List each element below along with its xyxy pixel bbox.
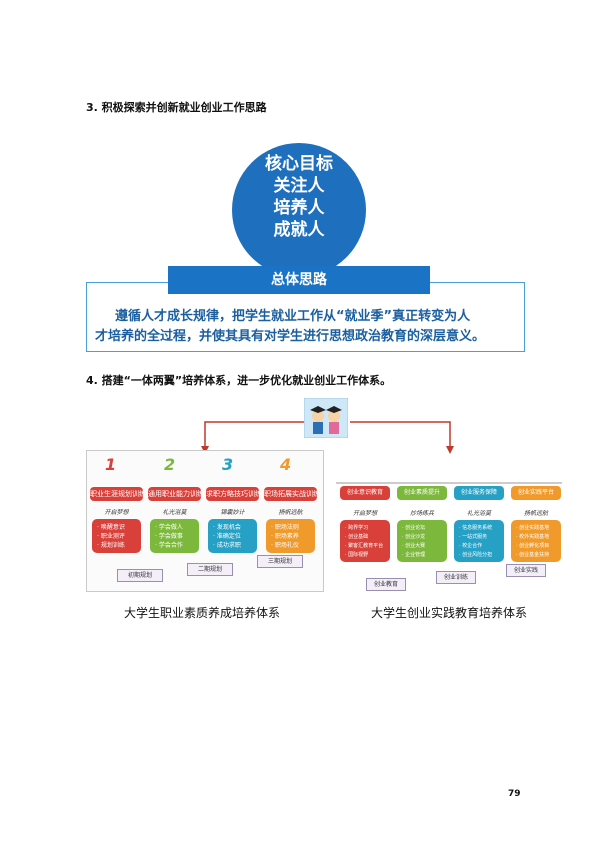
column-list: · 职场法则 · 职场素养 · 职场礼仪 xyxy=(266,519,315,553)
list-item: · 学会做人 xyxy=(155,524,183,531)
list-item: · 规划训练 xyxy=(97,542,125,549)
stage-label: 创业训练 xyxy=(436,571,476,584)
list-item: · 唤醒意识 xyxy=(97,524,125,531)
list-item: · 企业管理 xyxy=(402,552,426,558)
list-item: · 职场素养 xyxy=(271,533,299,540)
column-list: · 信息服务系统 · 一站式服务 · 校企合作 · 创业风险分担 xyxy=(454,520,504,562)
page-number: 79 xyxy=(508,789,521,799)
left-diagram-caption: 大学生职业素质养成培养体系 xyxy=(124,606,281,620)
column-subtitle: 扬帆远航 xyxy=(523,510,548,517)
overall-text-line-2: 才培养的全过程，并使其具有对学生进行思想政治教育的深层意义。 xyxy=(95,329,486,344)
list-item: · 创业大赛 xyxy=(402,543,426,549)
column-title: 创业服务保障 xyxy=(454,486,504,500)
list-item: · 学会做事 xyxy=(155,533,183,540)
column-list: · 学会做人 · 学会做事 · 学会合作 xyxy=(150,519,199,553)
list-item: · 发现机会 xyxy=(213,524,241,531)
list-item: · 校外实践基地 xyxy=(516,534,550,540)
core-line: 关注人 xyxy=(273,176,325,196)
stage-label: 初期规划 xyxy=(117,569,163,582)
column-subtitle: 开启梦想 xyxy=(352,510,377,517)
stage-label: 创业教育 xyxy=(366,578,406,591)
overall-text-line-1: 遵循人才成长规律，把学生就业工作从“就业季”真正转变为人 xyxy=(115,309,471,324)
step-number: 2 xyxy=(164,455,176,474)
core-line: 成就人 xyxy=(273,220,325,240)
column-list: · 跨界学习 · 创业基础 · 聚客汇教育平台 · 国际视野 xyxy=(340,520,390,562)
column-subtitle: 开启梦想 xyxy=(104,509,129,516)
column-subtitle: 扬帆远航 xyxy=(278,509,303,516)
column-list: · 创业论坛 · 创业沙龙 · 创业大赛 · 企业管理 xyxy=(397,520,447,562)
column-subtitle: 礼光浴莫 xyxy=(466,510,491,517)
list-item: · 创业论坛 xyxy=(402,525,426,531)
section-3-heading: 3. 积极探索并创新就业创业工作思路 xyxy=(86,101,267,114)
timeline-line xyxy=(336,482,562,484)
column-title: 职场拓展实战训练 xyxy=(264,487,317,501)
list-item: · 创业风险分担 xyxy=(459,552,493,558)
column-subtitle: 炒场练兵 xyxy=(409,510,434,517)
list-item: · 准确定位 xyxy=(213,533,241,540)
step-number: 4 xyxy=(280,455,292,474)
column-title: 创业素质提升 xyxy=(397,486,447,500)
list-item: · 职场法则 xyxy=(271,524,299,531)
column-title: 职业生涯规划训练 xyxy=(90,487,143,501)
list-item: · 创业基金扶持 xyxy=(516,552,550,558)
stage-label: 二期规划 xyxy=(187,563,233,576)
column-list: · 创业实践基地 · 校外实践基地 · 创业孵化项目 · 创业基金扶持 xyxy=(511,520,561,562)
list-item: · 职场礼仪 xyxy=(271,542,299,549)
list-item: · 学会合作 xyxy=(155,542,183,549)
column-title: 创业意识教育 xyxy=(340,486,390,500)
list-item: · 一站式服务 xyxy=(459,534,488,540)
entrepreneurship-diagram: 创业意识教育 创业素质提升 创业服务保障 创业实践平台 开启梦想 炒场练兵 礼光… xyxy=(336,452,562,591)
career-quality-diagram: 1 职业生涯规划训练 开启梦想 · 唤醒意识 · 职业测评 · 规划训练 2 通… xyxy=(86,450,324,592)
column-subtitle: 锦囊妙计 xyxy=(220,509,245,516)
column-subtitle: 礼光浴莫 xyxy=(162,509,187,516)
right-diagram-caption: 大学生创业实践教育培养体系 xyxy=(371,606,528,620)
list-item: · 成功求职 xyxy=(213,542,241,549)
list-item: · 创业实践基地 xyxy=(516,525,550,531)
overall-approach-label: 总体思路 xyxy=(168,266,430,294)
list-item: · 创业基础 xyxy=(345,534,369,540)
list-item: · 创业孵化项目 xyxy=(516,543,550,549)
core-goal-circle: 核心目标 关注人 培养人 成就人 xyxy=(232,143,366,277)
stage-label: 创业实践 xyxy=(506,564,546,577)
list-item: · 跨界学习 xyxy=(345,525,369,531)
column-title: 求职方略技巧训练 xyxy=(206,487,259,501)
list-item: · 职业测评 xyxy=(97,533,125,540)
graduates-icon xyxy=(304,398,348,438)
stage-label: 三期规划 xyxy=(257,555,303,568)
list-item: · 校企合作 xyxy=(459,543,483,549)
list-item: · 信息服务系统 xyxy=(459,525,493,531)
section-4-heading: 4. 搭建“一体两翼”培养体系，进一步优化就业创业工作体系。 xyxy=(86,374,392,387)
column-list: · 唤醒意识 · 职业测评 · 规划训练 xyxy=(92,519,141,553)
core-line: 核心目标 xyxy=(265,154,333,174)
core-line: 培养人 xyxy=(273,198,325,218)
step-number: 1 xyxy=(105,455,117,474)
list-item: · 聚客汇教育平台 xyxy=(345,543,384,549)
column-title: 通用职业能力训练 xyxy=(148,487,201,501)
column-list: · 发现机会 · 准确定位 · 成功求职 xyxy=(208,519,257,553)
list-item: · 国际视野 xyxy=(345,552,369,558)
list-item: · 创业沙龙 xyxy=(402,534,426,540)
step-number: 3 xyxy=(222,455,234,474)
column-title: 创业实践平台 xyxy=(511,486,561,500)
